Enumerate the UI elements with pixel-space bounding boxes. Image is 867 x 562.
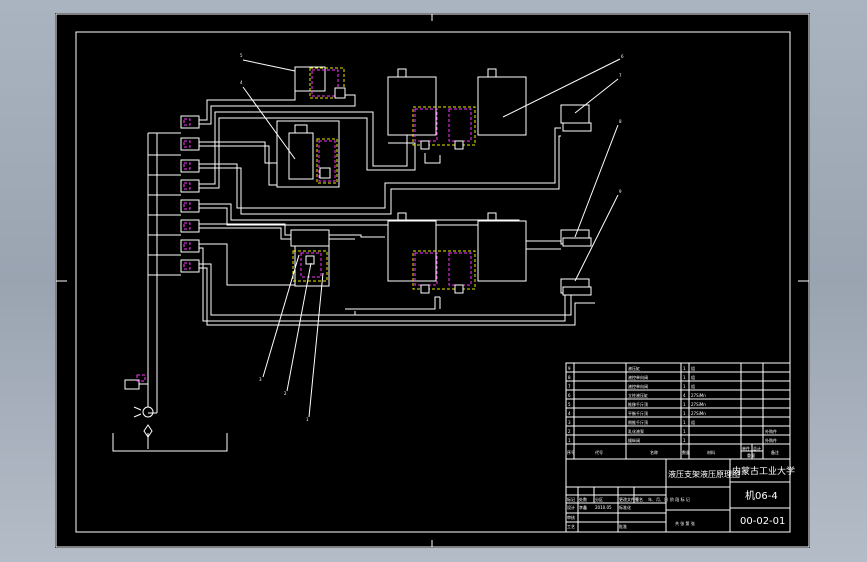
sign-label-2: 分区 <box>595 496 603 502</box>
parts-row-no: 9 <box>568 366 571 371</box>
drawing-title: 液压支架液压原理图 <box>668 469 740 479</box>
callout-8: 8 <box>619 119 622 124</box>
parts-row-material: 组 <box>691 374 695 380</box>
header-material: 材料 <box>707 449 715 455</box>
parts-row-qty: 1 <box>683 429 686 434</box>
parts-row-name: 侧推千斤顶 <box>628 419 648 425</box>
hydraulic-schematic-drawing: 5 4 6 7 8 9 3 2 1 <box>55 13 810 548</box>
process-label: 工艺 <box>567 524 575 529</box>
sign-label-5: 年、月、日 <box>648 496 668 502</box>
sheet-labels: 共 张 第 张 <box>675 520 695 526</box>
callout-7: 7 <box>619 73 622 78</box>
class-code: 机06-4 <box>745 489 778 502</box>
parts-row-no: 6 <box>568 393 571 398</box>
header-unit-weight: 单件 <box>742 445 750 451</box>
approve-label: 批准 <box>619 523 627 529</box>
callout-numbers: 5 4 6 7 8 9 3 2 1 <box>240 53 624 422</box>
parts-row-material: 组 <box>691 365 695 371</box>
header-seq: 序号 <box>567 449 575 455</box>
callout-leaders <box>242 58 621 418</box>
parts-row-material: 27SiMn <box>691 411 706 416</box>
pump-station <box>112 133 228 452</box>
parts-row-no: 1 <box>568 438 571 443</box>
parts-row-name: 液控单向阀 <box>628 374 648 380</box>
component-9-jack <box>560 278 592 296</box>
parts-row-qty: 1 <box>683 375 686 380</box>
parts-row-name: 液压缸 <box>628 365 640 371</box>
component-5-push-jack <box>294 66 346 99</box>
parts-row-material: 27SiMn <box>691 402 706 407</box>
parts-row-material: 组 <box>691 383 695 389</box>
header-code: 代号 <box>595 449 603 455</box>
parts-row-name: 乳化液泵 <box>628 428 644 434</box>
callout-3: 3 <box>259 377 262 382</box>
column-cylinders-lower <box>387 212 527 294</box>
callout-6: 6 <box>621 54 624 59</box>
callout-2: 2 <box>284 391 287 396</box>
drawing-number: 00-02-01 <box>740 516 785 527</box>
operating-valve-bank <box>148 115 200 276</box>
parts-row-no: 4 <box>568 411 571 416</box>
parts-row-note: 外购件 <box>765 428 777 434</box>
sign-label-4: 签名 <box>635 496 643 502</box>
sign-label-1: 处数 <box>579 496 587 502</box>
parts-row-name: 液控单向阀 <box>628 383 648 389</box>
component-1-2-3-side-jack <box>290 229 330 287</box>
sign-label-3: 更改文件号 <box>619 496 639 502</box>
parts-row-qty: 1 <box>683 384 686 389</box>
sheet-frame <box>55 13 810 548</box>
standardization-label: 标准化 <box>619 504 631 510</box>
parts-row-name: 操纵阀 <box>628 437 640 443</box>
callout-9: 9 <box>619 189 622 194</box>
parts-row-qty: 4 <box>683 393 686 398</box>
school-name: 内蒙古工业大学 <box>732 465 795 477</box>
parts-row-material: 组 <box>691 419 695 425</box>
component-8-jack <box>560 229 592 247</box>
parts-row-qty: 1 <box>683 411 686 416</box>
header-qty: 数量 <box>682 449 690 455</box>
review-label: 审核 <box>567 514 575 520</box>
callout-4: 4 <box>240 80 243 85</box>
component-4-balance-jack <box>276 120 340 188</box>
component-7-jack <box>560 104 592 132</box>
parts-row-qty: 1 <box>683 438 686 443</box>
header-weight: 重量 <box>747 452 755 458</box>
parts-row-no: 5 <box>568 402 571 407</box>
parts-row-name: 平衡千斤顶 <box>628 410 648 416</box>
parts-row-no: 2 <box>568 429 571 434</box>
callout-5: 5 <box>240 53 243 58</box>
parts-row-name: 立柱液压缸 <box>628 392 648 398</box>
drawing-viewport[interactable]: 5 4 6 7 8 9 3 2 1 <box>55 13 810 548</box>
header-total-weight: 总计 <box>753 445 761 451</box>
parts-row-name: 推移千斤顶 <box>628 401 648 407</box>
parts-row-qty: 1 <box>683 402 686 407</box>
parts-row-no: 8 <box>568 375 571 380</box>
designer-label: 设计 <box>567 504 575 510</box>
parts-row-note: 外购件 <box>765 437 777 443</box>
parts-row-no: 3 <box>568 420 571 425</box>
parts-row-material: 27SiMn <box>691 393 706 398</box>
sign-label-0: 标记 <box>567 496 575 502</box>
parts-row-no: 7 <box>568 384 571 389</box>
header-remarks: 备注 <box>771 449 779 455</box>
hydraulic-pipelines <box>199 82 595 326</box>
component-6-column-cylinders-upper <box>387 68 527 150</box>
parts-row-qty: 1 <box>683 420 686 425</box>
header-name: 名称 <box>650 449 658 455</box>
stage-labels: 阶 段 标 记 <box>670 496 690 502</box>
designer-name: 李鑫 <box>579 504 587 510</box>
parts-row-qty: 1 <box>683 366 686 371</box>
callout-1: 1 <box>306 417 309 422</box>
designer-date: 2010.05 <box>595 505 612 510</box>
